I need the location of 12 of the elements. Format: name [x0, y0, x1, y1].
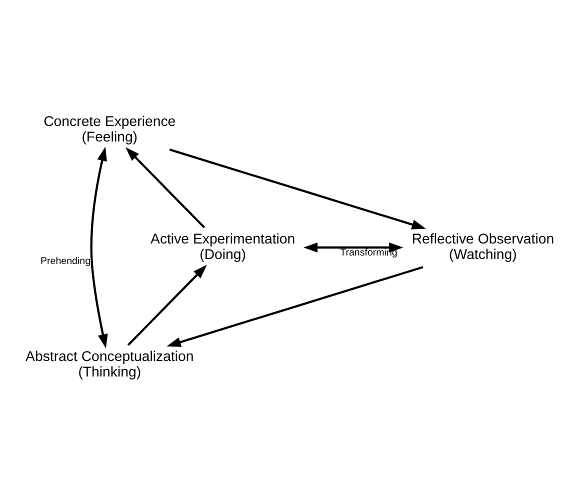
- edge-label: Transforming: [340, 247, 398, 258]
- arrow: [127, 264, 207, 346]
- node-text: Reflective Observation (Watching): [412, 230, 554, 262]
- arrow: [90, 146, 108, 348]
- edge-label: Prehending: [40, 256, 91, 268]
- node-text: Active Experimentation (Doing): [150, 230, 296, 262]
- arrow: [166, 266, 424, 347]
- arrow: [126, 147, 206, 228]
- arrow: [303, 242, 404, 252]
- node-text: Abstract Conceptualization (Thinking): [26, 348, 194, 380]
- arrow: [169, 148, 426, 230]
- node-text: Concrete Experience (Feeling): [44, 113, 176, 144]
